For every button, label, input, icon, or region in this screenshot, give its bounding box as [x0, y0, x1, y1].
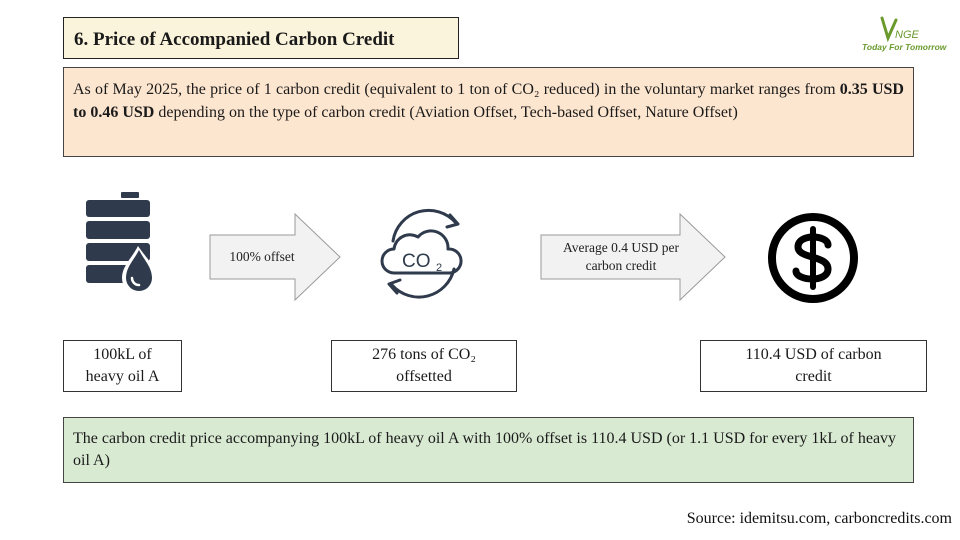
- intro-price-range: 0.35 USD to 0.46 USD: [73, 81, 904, 121]
- logo-slogan: Today For Tomorrow: [862, 42, 947, 52]
- arrow-price: [540, 213, 726, 301]
- source-note: Source: idemitsu.com, carboncredits.com: [686, 510, 952, 527]
- co2-offset-line2: offsetted: [396, 368, 452, 385]
- oil-quantity-label: 100kL of heavy oil A: [63, 340, 182, 392]
- arrow-price-line2: carbon credit: [585, 258, 657, 273]
- summary-text: The carbon credit price accompanying 100…: [73, 430, 897, 469]
- page-title-text: 6. Price of Accompanied Carbon Credit: [74, 29, 395, 50]
- page-title: 6. Price of Accompanied Carbon Credit: [63, 17, 459, 59]
- intro-text-part1: As of May 2025, the price of 1 carbon cr…: [73, 81, 840, 98]
- co2-offset-label: 276 tons of CO₂ offsetted: [331, 340, 517, 392]
- credit-value-label: 110.4 USD of carbon credit: [700, 340, 927, 392]
- arrow-price-line1: Average 0.4 USD per: [563, 240, 679, 255]
- oil-barrel-icon: [86, 192, 156, 295]
- arrow-offset-label: 100% offset: [229, 249, 295, 264]
- co2-offset-line1: 276 tons of CO₂: [372, 346, 476, 363]
- logo-wordmark: NGE: [895, 29, 920, 41]
- logo-v-mark: [880, 16, 898, 43]
- credit-value-line2: credit: [795, 368, 832, 385]
- co2-icon-subscript: 2: [436, 262, 442, 274]
- oil-quantity-line1: 100kL of: [93, 346, 152, 363]
- intro-paragraph: As of May 2025, the price of 1 carbon cr…: [63, 67, 914, 157]
- dollar-coin-icon: [768, 213, 858, 303]
- oil-quantity-line2: heavy oil A: [85, 368, 160, 385]
- co2-cloud-icon: CO 2: [380, 208, 463, 299]
- arrow-price-label: Average 0.4 USD per carbon credit: [541, 239, 701, 275]
- vnge-logo: NGE: [880, 16, 920, 43]
- summary-paragraph: The carbon credit price accompanying 100…: [63, 417, 914, 483]
- arrow-offset: [209, 213, 341, 301]
- intro-text-part2: depending on the type of carbon credit (…: [154, 104, 738, 121]
- co2-icon-label: CO: [402, 251, 431, 272]
- credit-value-line1: 110.4 USD of carbon: [745, 346, 882, 363]
